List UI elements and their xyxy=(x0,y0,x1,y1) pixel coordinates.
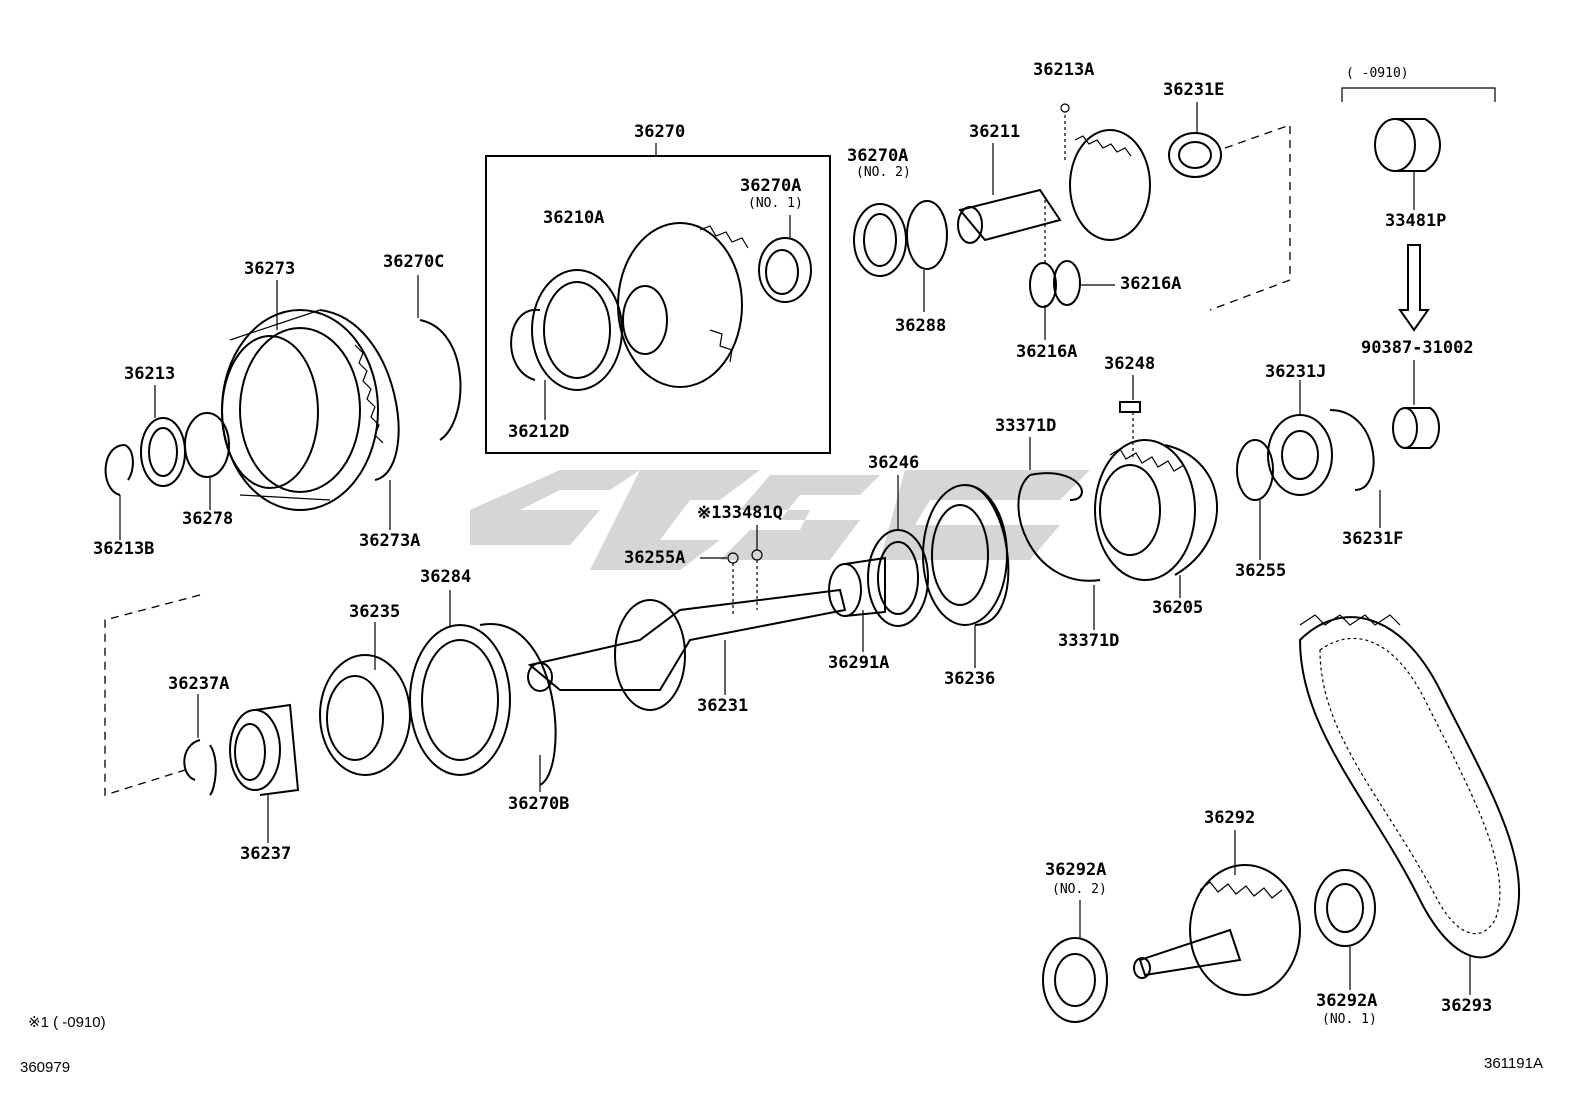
label-36255A: 36255A xyxy=(624,548,686,568)
bushing-90387-31002 xyxy=(1392,407,1440,449)
dashed-group-top-right xyxy=(1209,124,1291,311)
label-33371D-bottom: 33371D xyxy=(1058,631,1120,651)
label-36213: 36213 xyxy=(124,364,176,384)
label-33481P: 33481P xyxy=(1385,211,1447,231)
chain-36293 xyxy=(1298,614,1520,959)
label-36248: 36248 xyxy=(1104,354,1156,374)
arrow-down-icon xyxy=(1398,244,1430,332)
label-36231F: 36231F xyxy=(1342,529,1404,549)
snap-ring-36273A xyxy=(319,309,400,481)
label-36288: 36288 xyxy=(895,316,947,336)
label-36273A: 36273A xyxy=(359,531,421,551)
label-90387-31002: 90387-31002 xyxy=(1361,338,1474,358)
label-36237: 36237 xyxy=(240,844,292,864)
label-36270B: 36270B xyxy=(508,794,570,814)
snap-ring-33371D-bottom xyxy=(1017,474,1101,582)
hub-36236 xyxy=(922,484,1010,626)
label-36237A: 36237A xyxy=(168,674,230,694)
sun-gear-36211 xyxy=(957,129,1151,244)
snap-ring-33371D-top xyxy=(1029,472,1083,501)
sublabel-no1-a: (NO. 1) xyxy=(748,196,803,211)
label-36213B: 36213B xyxy=(93,539,155,559)
ring-gear-36273 xyxy=(221,309,384,511)
small-rings-left xyxy=(104,412,230,496)
dashed-group-left xyxy=(104,594,201,796)
label-36212D: 36212D xyxy=(508,422,570,442)
sublabel-no2-b: (NO. 2) xyxy=(1052,882,1107,897)
label-36231E: 36231E xyxy=(1163,80,1225,100)
label-36270C: 36270C xyxy=(383,252,445,272)
assembly-box-36270 xyxy=(485,155,831,454)
drawing-code-right: 361191A xyxy=(1484,1055,1543,1072)
bearing-36231E xyxy=(1168,132,1222,178)
snap-ring-36270C xyxy=(419,319,462,441)
label-36211: 36211 xyxy=(969,122,1021,142)
carrier-36210A xyxy=(510,222,749,391)
sprocket-36292 xyxy=(1133,864,1301,996)
bearing-36231J xyxy=(1267,414,1333,496)
bushing-33481P xyxy=(1374,118,1441,172)
label-36235: 36235 xyxy=(349,602,401,622)
bearing-36270A-no1 xyxy=(758,237,812,303)
label-36210A: 36210A xyxy=(543,208,605,228)
label-36278: 36278 xyxy=(182,509,234,529)
label-36231J: 36231J xyxy=(1265,362,1327,382)
label-36270: 36270 xyxy=(634,122,686,142)
label-36292A-no1: 36292A xyxy=(1316,991,1378,1011)
watermark-logo xyxy=(470,470,1090,570)
footnote: ※1 ( -0910) xyxy=(28,1014,106,1031)
bracket-33481P xyxy=(1341,87,1496,102)
label-36216A-bottom: 36216A xyxy=(1016,342,1078,362)
sprocket-36205 xyxy=(1094,439,1219,581)
clutch-hub-36235 xyxy=(319,654,411,776)
label-36293: 36293 xyxy=(1441,996,1493,1016)
label-36236: 36236 xyxy=(944,669,996,689)
washer-36255 xyxy=(1236,439,1274,501)
key-36248 xyxy=(1119,401,1141,413)
bearing-36237 xyxy=(229,703,300,796)
label-36216A-right: 36216A xyxy=(1120,274,1182,294)
bearing-36292A-no2 xyxy=(1042,937,1108,1023)
snap-ring-36231F xyxy=(1329,409,1375,491)
gear-ring-36284 xyxy=(409,624,511,776)
needle-bearing-36291A xyxy=(828,556,886,617)
label-33371D-top: 33371D xyxy=(995,416,1057,436)
snap-rings-36216A xyxy=(1029,260,1081,308)
washer-36288 xyxy=(906,200,948,270)
pin-36213A xyxy=(1060,103,1070,113)
label-36231: 36231 xyxy=(697,696,749,716)
label-36270A-no1: 36270A xyxy=(740,176,802,196)
label-36255: 36255 xyxy=(1235,561,1287,581)
sublabel-bracket-range: ( -0910) xyxy=(1346,66,1409,81)
sublabel-no1-b: (NO. 1) xyxy=(1322,1012,1377,1027)
label-36270A-no2: 36270A xyxy=(847,146,909,166)
label-36292A-no2: 36292A xyxy=(1045,860,1107,880)
label-36284: 36284 xyxy=(420,567,472,587)
label-36291A: 36291A xyxy=(828,653,890,673)
label-36205: 36205 xyxy=(1152,598,1204,618)
label-36213A: 36213A xyxy=(1033,60,1095,80)
label-36273: 36273 xyxy=(244,259,296,279)
bearing-36270A-no2 xyxy=(853,203,907,277)
bearing-36292A-no1 xyxy=(1314,869,1376,947)
main-shaft-36231 xyxy=(527,588,847,711)
label-36246: 36246 xyxy=(868,453,920,473)
label-36292: 36292 xyxy=(1204,808,1256,828)
snap-ring-36237A xyxy=(183,739,217,796)
drawing-code-left: 360979 xyxy=(20,1059,71,1076)
sublabel-no2-a: (NO. 2) xyxy=(856,165,911,180)
snap-ring-36270B xyxy=(479,623,557,786)
label-133481Q: ※133481Q xyxy=(697,503,783,523)
